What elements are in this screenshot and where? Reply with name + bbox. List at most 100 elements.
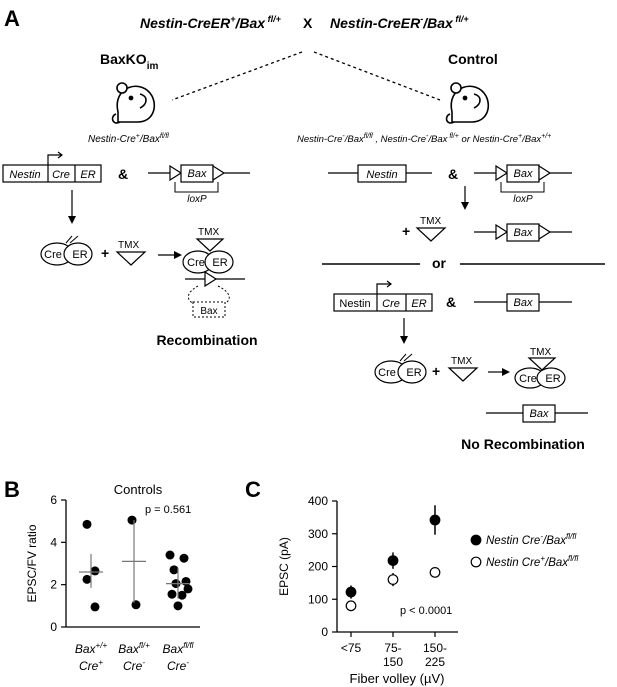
- left-loxp-label: loxP: [187, 194, 207, 205]
- c-data-point: [429, 514, 441, 526]
- left-bound-complex: TMX Cre ER Bax: [182, 227, 245, 318]
- left-branch-genotype: Nestin-Cre+/Baxfl/fl: [88, 133, 169, 145]
- right-bax-wt: Bax: [474, 293, 572, 312]
- right-construct-2: Nestin Cre ER: [333, 280, 433, 312]
- right-outcome: No Recombination: [461, 436, 585, 452]
- right-bax-label-4: Bax: [530, 408, 549, 420]
- b-data-point: [82, 574, 92, 584]
- left-construct-nestin: Nestin: [9, 169, 40, 181]
- c-xtick-label: <75: [341, 641, 362, 655]
- c-data-point: [387, 574, 399, 585]
- c-ytick-label: 400: [308, 494, 328, 508]
- right-amp-2: &: [446, 294, 456, 310]
- c-xtick-label: 75-: [384, 641, 401, 655]
- left-arrow-right-head: [174, 251, 182, 259]
- left-excised-bax: Bax: [200, 306, 217, 317]
- b-data-point: [173, 601, 183, 611]
- or-label: or: [432, 255, 447, 271]
- c-xtick-label: 150-: [423, 641, 447, 655]
- b-data-point: [90, 566, 100, 576]
- right-arrow-down-1-head: [461, 202, 469, 210]
- right-bax-label-1: Bax: [514, 168, 533, 180]
- right-nestin-label: Nestin: [366, 169, 397, 181]
- left-construct: Nestin Cre ER: [2, 151, 102, 183]
- right-bound-cre: Cre: [519, 373, 537, 385]
- c-ytick-label: 0: [321, 625, 328, 639]
- c-legend-label: Nestin Cre+/Baxfl/fl: [486, 554, 578, 569]
- b-data-point: [165, 550, 175, 560]
- right-loxp-label: loxP: [513, 194, 533, 205]
- right-arrow-down-2-head: [400, 336, 408, 344]
- right-arrow-right-head: [502, 368, 510, 376]
- panel-b-letter: B: [4, 477, 20, 502]
- c-data-point: [429, 566, 441, 578]
- left-construct-er: ER: [80, 169, 95, 181]
- left-amp: &: [118, 166, 128, 182]
- left-outcome: Recombination: [156, 332, 257, 348]
- left-tmx-triangle: [115, 251, 147, 266]
- cross-symbol: X: [303, 15, 313, 31]
- left-protein-cre: Cre: [44, 249, 62, 261]
- right-branch-title: Control: [448, 51, 498, 67]
- c-data-point: [345, 600, 357, 612]
- c-data-point: [345, 586, 357, 598]
- left-branch-title: BaxKOim: [100, 51, 158, 72]
- left-bound-tmx: TMX: [198, 227, 219, 238]
- c-xtick-label: 150: [383, 655, 403, 669]
- left-arrow-down-head: [68, 216, 76, 224]
- c-xlabel: Fiber volley (µV): [350, 671, 445, 686]
- right-bax-loxp: Bax loxP: [474, 164, 572, 205]
- right-plus: +: [402, 223, 410, 239]
- b-xtick-label: Bax+/+: [75, 641, 108, 656]
- left-construct-cre: Cre: [52, 169, 70, 181]
- cross-left-genotype: Nestin-CreER+/Bax fl/+: [140, 14, 282, 31]
- c-ylabel: EPSC (pA): [277, 537, 291, 596]
- right-construct-cre: Cre: [382, 298, 400, 310]
- left-plus: +: [101, 245, 109, 261]
- b-data-point: [183, 584, 193, 594]
- right-branch-genotypes: Nestin-Cre-/Baxfl/fl , Nestin-Cre-/Bax f…: [297, 133, 551, 145]
- right-tmx-1-triangle: [415, 227, 447, 242]
- right-protein-er: ER: [406, 367, 421, 379]
- b-xtick-label: Baxfl/fl: [163, 641, 194, 656]
- right-construct-nestin: Nestin: [339, 298, 370, 310]
- b-annotation: p = 0.561: [145, 504, 191, 516]
- left-protein-er: ER: [72, 249, 87, 261]
- b-data-point: [179, 553, 189, 563]
- left-bax-label: Bax: [188, 168, 207, 180]
- right-bound-complex: TMX Cre ER: [514, 347, 566, 389]
- b-xtick-label: Cre-: [123, 658, 145, 673]
- c-xtick-label: 225: [425, 655, 445, 669]
- left-bound-er: ER: [212, 257, 227, 269]
- b-data-point: [169, 565, 179, 575]
- panel-a-letter: A: [4, 6, 20, 31]
- right-tmx-2: TMX: [451, 356, 472, 367]
- b-data-point: [177, 590, 187, 600]
- left-bax-loxp: Bax loxP: [148, 164, 250, 205]
- c-data-point: [387, 555, 399, 567]
- mouse-icon-right: [445, 82, 490, 124]
- left-bound-cre: Cre: [187, 257, 205, 269]
- right-bax-unrecombined: Bax: [474, 223, 572, 242]
- b-data-point: [82, 519, 92, 529]
- c-legend-marker: [470, 534, 482, 546]
- left-tmx: TMX: [118, 240, 139, 251]
- c-legend-label: Nestin Cre-/Baxfl/fl: [486, 532, 576, 547]
- b-ylabel: EPSC/FV ratio: [25, 524, 39, 602]
- right-tmx-2-triangle: [447, 367, 479, 382]
- right-cre-er-protein: Cre ER: [374, 353, 427, 384]
- b-ytick-label: 4: [50, 535, 57, 549]
- right-bound-er: ER: [545, 373, 560, 385]
- right-tmx-3: TMX: [530, 347, 551, 358]
- branch-line-right: [313, 51, 441, 101]
- b-data-point: [167, 589, 177, 599]
- right-protein-cre: Cre: [378, 367, 396, 379]
- b-data-point: [131, 600, 141, 610]
- b-xtick-label: Cre-: [167, 658, 189, 673]
- left-cre-er-protein: Cre ER: [40, 235, 93, 266]
- c-annotation: p < 0.0001: [400, 605, 452, 617]
- b-xtick-label: Baxfl/+: [118, 641, 150, 656]
